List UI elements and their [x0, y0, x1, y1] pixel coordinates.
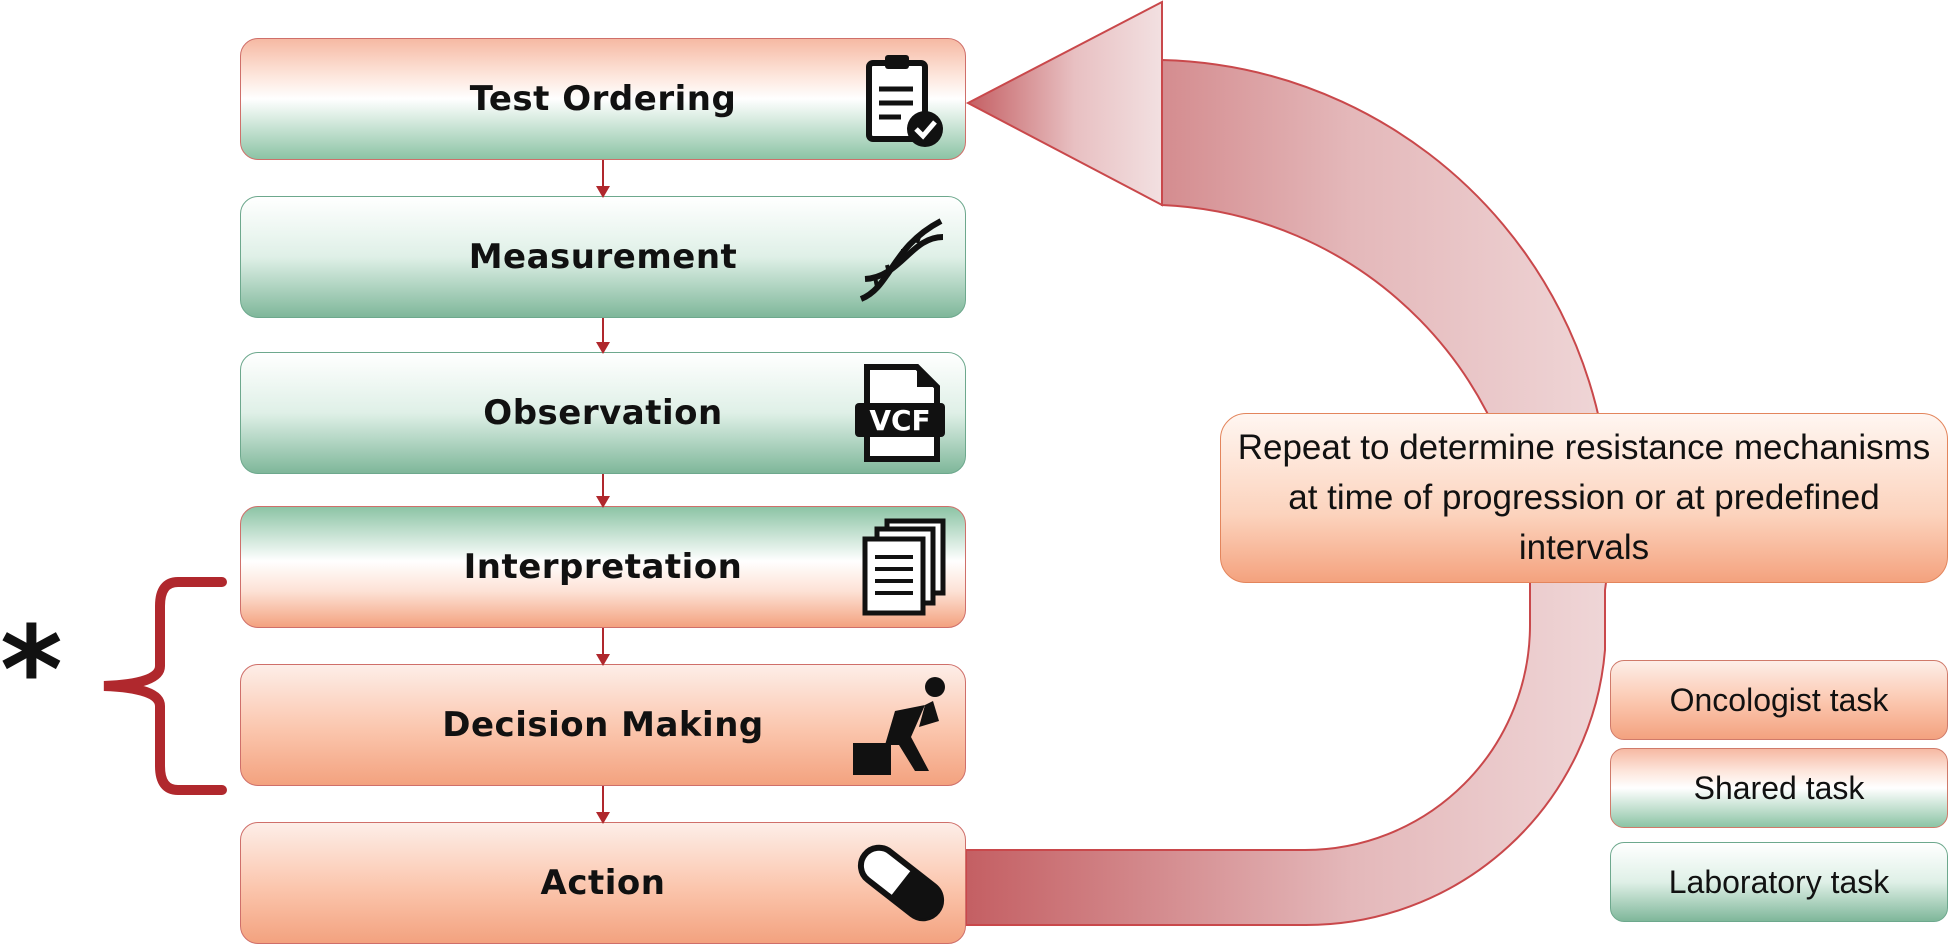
step-label: Action	[540, 863, 666, 903]
legend-label: Shared task	[1693, 769, 1865, 806]
connector-arrow	[596, 628, 610, 666]
step-label: Decision Making	[442, 705, 764, 745]
legend-shared-task: Shared task	[1610, 748, 1948, 828]
dna-icon	[859, 218, 944, 302]
step-label: Test Ordering	[469, 79, 737, 119]
pill-capsule-icon	[857, 844, 945, 922]
repeat-callout: Repeat to determine resistance mechanism…	[1220, 413, 1948, 583]
clipboard-check-icon	[866, 55, 943, 147]
step-measurement: Measurement	[240, 196, 966, 318]
repeat-callout-text: Repeat to determine resistance mechanism…	[1237, 428, 1931, 567]
legend-oncologist-task: Oncologist task	[1610, 660, 1948, 740]
step-label: Observation	[483, 393, 723, 433]
loop-arrow-head	[965, 0, 1163, 207]
vcf-file-icon: VCF	[855, 364, 945, 462]
step-observation: Observation VCF	[240, 352, 966, 474]
step-decision-making: Decision Making	[240, 664, 966, 786]
connector-arrow	[596, 160, 610, 198]
legend-laboratory-task: Laboratory task	[1610, 842, 1948, 922]
step-label: Interpretation	[463, 547, 743, 587]
bracket-brace	[103, 577, 227, 795]
connector-arrow	[596, 786, 610, 824]
connector-arrow	[596, 474, 610, 508]
loop-arrow-body	[965, 58, 1612, 927]
step-action: Action	[240, 822, 966, 944]
documents-stack-icon	[862, 518, 946, 616]
vcf-text: VCF	[869, 404, 930, 437]
legend-label: Laboratory task	[1668, 863, 1890, 900]
step-interpretation: Interpretation	[240, 506, 966, 628]
step-label: Measurement	[468, 237, 738, 277]
thinker-icon	[853, 677, 945, 775]
connector-arrow	[596, 318, 610, 354]
legend-label: Oncologist task	[1669, 681, 1889, 718]
step-test-ordering: Test Ordering	[240, 38, 966, 160]
asterisk-mark: *	[0, 602, 63, 741]
